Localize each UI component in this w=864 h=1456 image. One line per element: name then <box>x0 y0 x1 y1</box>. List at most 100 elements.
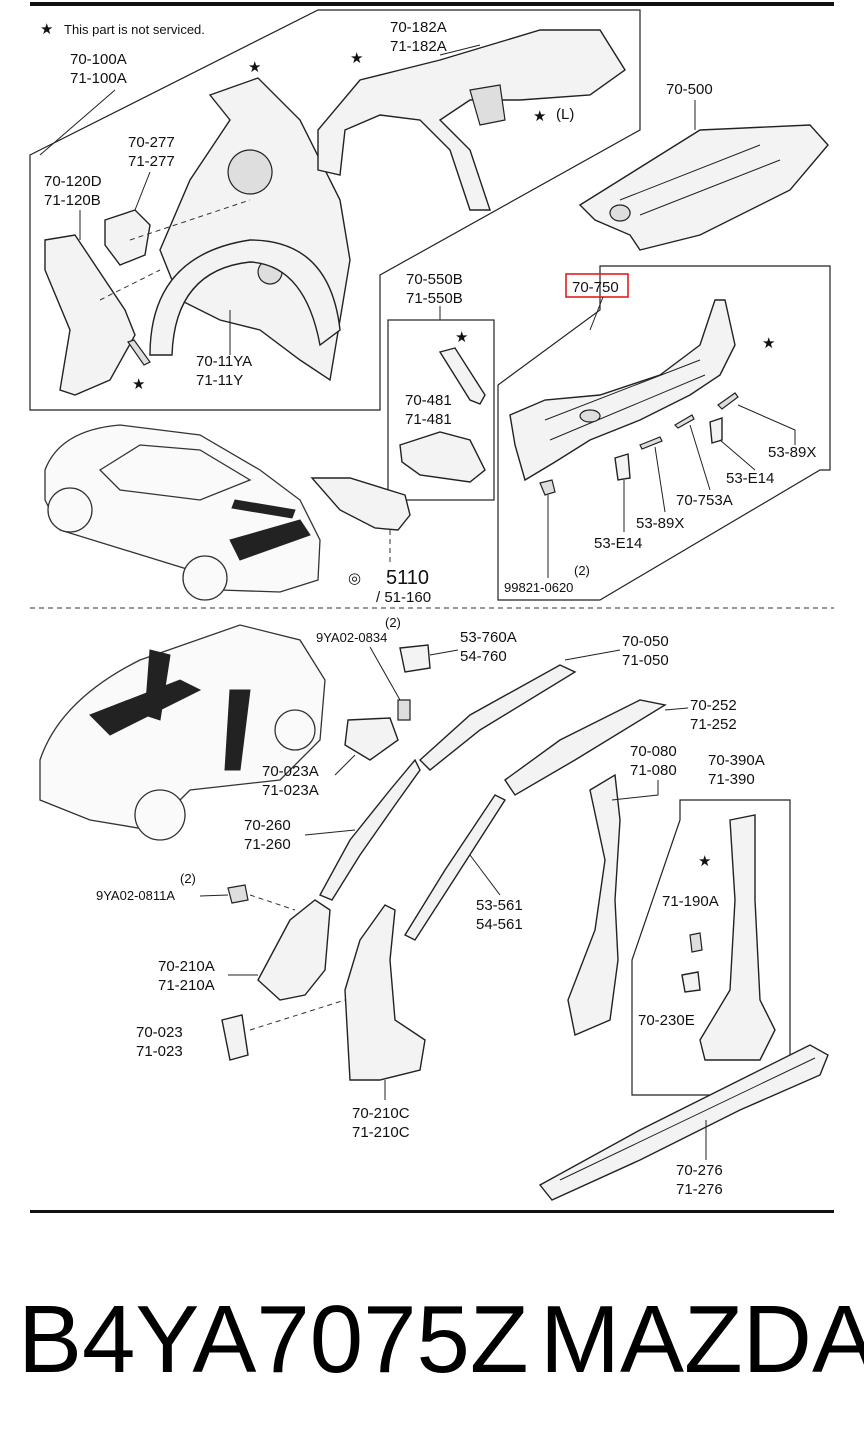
leader-line <box>304 829 356 836</box>
center-pillar-inner <box>567 773 621 1036</box>
legend-text: This part is not serviced. <box>64 22 205 37</box>
label-71-550B: 71-550B <box>406 290 463 307</box>
bolt-9YA02-0811A <box>227 884 249 904</box>
label-71-210A: 71-210A <box>158 977 215 994</box>
rear-pillar-extension <box>44 234 136 396</box>
label-70-252: 70-252 <box>690 697 737 714</box>
leader-line <box>719 439 756 471</box>
vehicle-rear-illustration <box>44 424 321 601</box>
group-frame-70-550B <box>387 319 495 501</box>
leader-line <box>737 404 796 445</box>
not-serviced-star-icon: ★ <box>132 376 145 393</box>
side-sill-reinforcement <box>538 1044 829 1201</box>
leader-line <box>564 649 621 661</box>
label-71-276: 71-276 <box>676 1181 723 1198</box>
bracket-70-481 <box>399 431 486 483</box>
rear-end-panel-70-750 <box>509 299 736 482</box>
leader-line <box>654 446 666 513</box>
label-70-023A: 70-023A <box>262 763 319 780</box>
label-53-760A: 53-760A <box>460 629 517 646</box>
label-70-753A: 70-753A <box>676 492 733 509</box>
label-70-230E: 70-230E <box>638 1012 695 1029</box>
bulb-socket-icon: ◎ <box>348 570 361 587</box>
screw-99821 <box>539 479 556 496</box>
bolt-9YA02-0834 <box>397 699 411 721</box>
label-71-050: 71-050 <box>622 652 669 669</box>
bracket-53-760A <box>399 644 431 673</box>
label-53-561: 53-561 <box>476 897 523 914</box>
label-5110: 5110 <box>386 567 429 589</box>
leader-line <box>39 89 116 156</box>
label-54-760: 54-760 <box>460 648 507 665</box>
leader-line <box>429 649 459 656</box>
label-70-080: 70-080 <box>630 743 677 760</box>
label-L: (L) <box>556 106 574 123</box>
leader-line <box>469 854 501 896</box>
legend-star-icon: ★ <box>40 21 53 38</box>
label-71-390: 71-390 <box>708 771 755 788</box>
label-qty-2-b: (2) <box>385 615 401 630</box>
clip-53-E14 <box>709 417 723 444</box>
label-70-050: 70-050 <box>622 633 669 650</box>
clip-53-E14-b <box>614 453 631 481</box>
dashed-guide <box>249 999 346 1031</box>
label-71-11Y: 71-11Y <box>196 372 243 389</box>
footer-brand: MAZDA <box>540 1286 864 1393</box>
label-70-277: 70-277 <box>128 134 175 151</box>
label-70-390A: 70-390A <box>708 752 765 769</box>
rear-floor-pan <box>578 124 829 251</box>
not-serviced-star-icon: ★ <box>350 50 363 67</box>
leader-line <box>199 894 229 897</box>
highlight-box-70-750 <box>565 273 629 298</box>
seal-strip-53-89X-b <box>639 436 663 450</box>
leader-line <box>369 646 401 701</box>
clip-piece <box>127 339 151 366</box>
label-99821-0620: 99821-0620 <box>504 580 573 595</box>
label-71-210C: 71-210C <box>352 1124 410 1141</box>
label-qty-2-c: (2) <box>180 871 196 886</box>
bracket-70-023 <box>221 1014 249 1061</box>
not-serviced-star-icon: ★ <box>698 853 711 870</box>
leader-line <box>589 296 604 331</box>
center-pillar-outer <box>699 814 776 1061</box>
inner-wheelhouse-panel <box>317 29 626 211</box>
group-frame-70-390A <box>631 799 791 1096</box>
label-53-E14-a: 53-E14 <box>726 470 774 487</box>
label-70-182A: 70-182A <box>390 19 447 36</box>
dashed-guide <box>99 269 161 301</box>
reinforcement-strip <box>438 347 486 405</box>
label-51-160: / 51-160 <box>376 589 431 606</box>
label-70-750: 70-750 <box>572 279 619 296</box>
seal-strip-53-89X <box>717 392 739 410</box>
label-70-210A: 70-210A <box>158 958 215 975</box>
leader-line <box>334 754 356 776</box>
vehicle-front-illustration <box>39 624 326 841</box>
label-70-11YA: 70-11YA <box>196 353 252 370</box>
not-serviced-star-icon: ★ <box>248 59 261 76</box>
leader-line <box>664 707 689 711</box>
leader-line <box>611 780 659 801</box>
label-53-89X-b: 53-89X <box>636 515 684 532</box>
label-71-277: 71-277 <box>128 153 175 170</box>
label-9YA02-0834: 9YA02-0834 <box>316 630 387 645</box>
dashed-guide <box>129 199 251 241</box>
label-71-190A: 71-190A <box>662 893 719 910</box>
weatherstrip-retainer <box>404 794 507 941</box>
label-71-182A: 71-182A <box>390 38 447 55</box>
label-54-561: 54-561 <box>476 916 523 933</box>
leader-line <box>439 44 481 56</box>
rear-combination-lamp <box>310 477 411 531</box>
label-70-550B: 70-550B <box>406 271 463 288</box>
top-rule <box>30 2 834 6</box>
bracket-70-277 <box>104 209 151 266</box>
bottom-rule <box>30 1210 834 1213</box>
not-serviced-star-icon: ★ <box>455 329 468 346</box>
roof-rail-reinforcement <box>504 699 667 796</box>
rear-quarter-group-frame <box>29 9 641 411</box>
bracket-70-023A <box>344 717 399 761</box>
bracket-70-230E <box>681 971 701 993</box>
label-71-023A: 71-023A <box>262 782 319 799</box>
label-70-481: 70-481 <box>405 392 452 409</box>
label-71-023: 71-023 <box>136 1043 183 1060</box>
